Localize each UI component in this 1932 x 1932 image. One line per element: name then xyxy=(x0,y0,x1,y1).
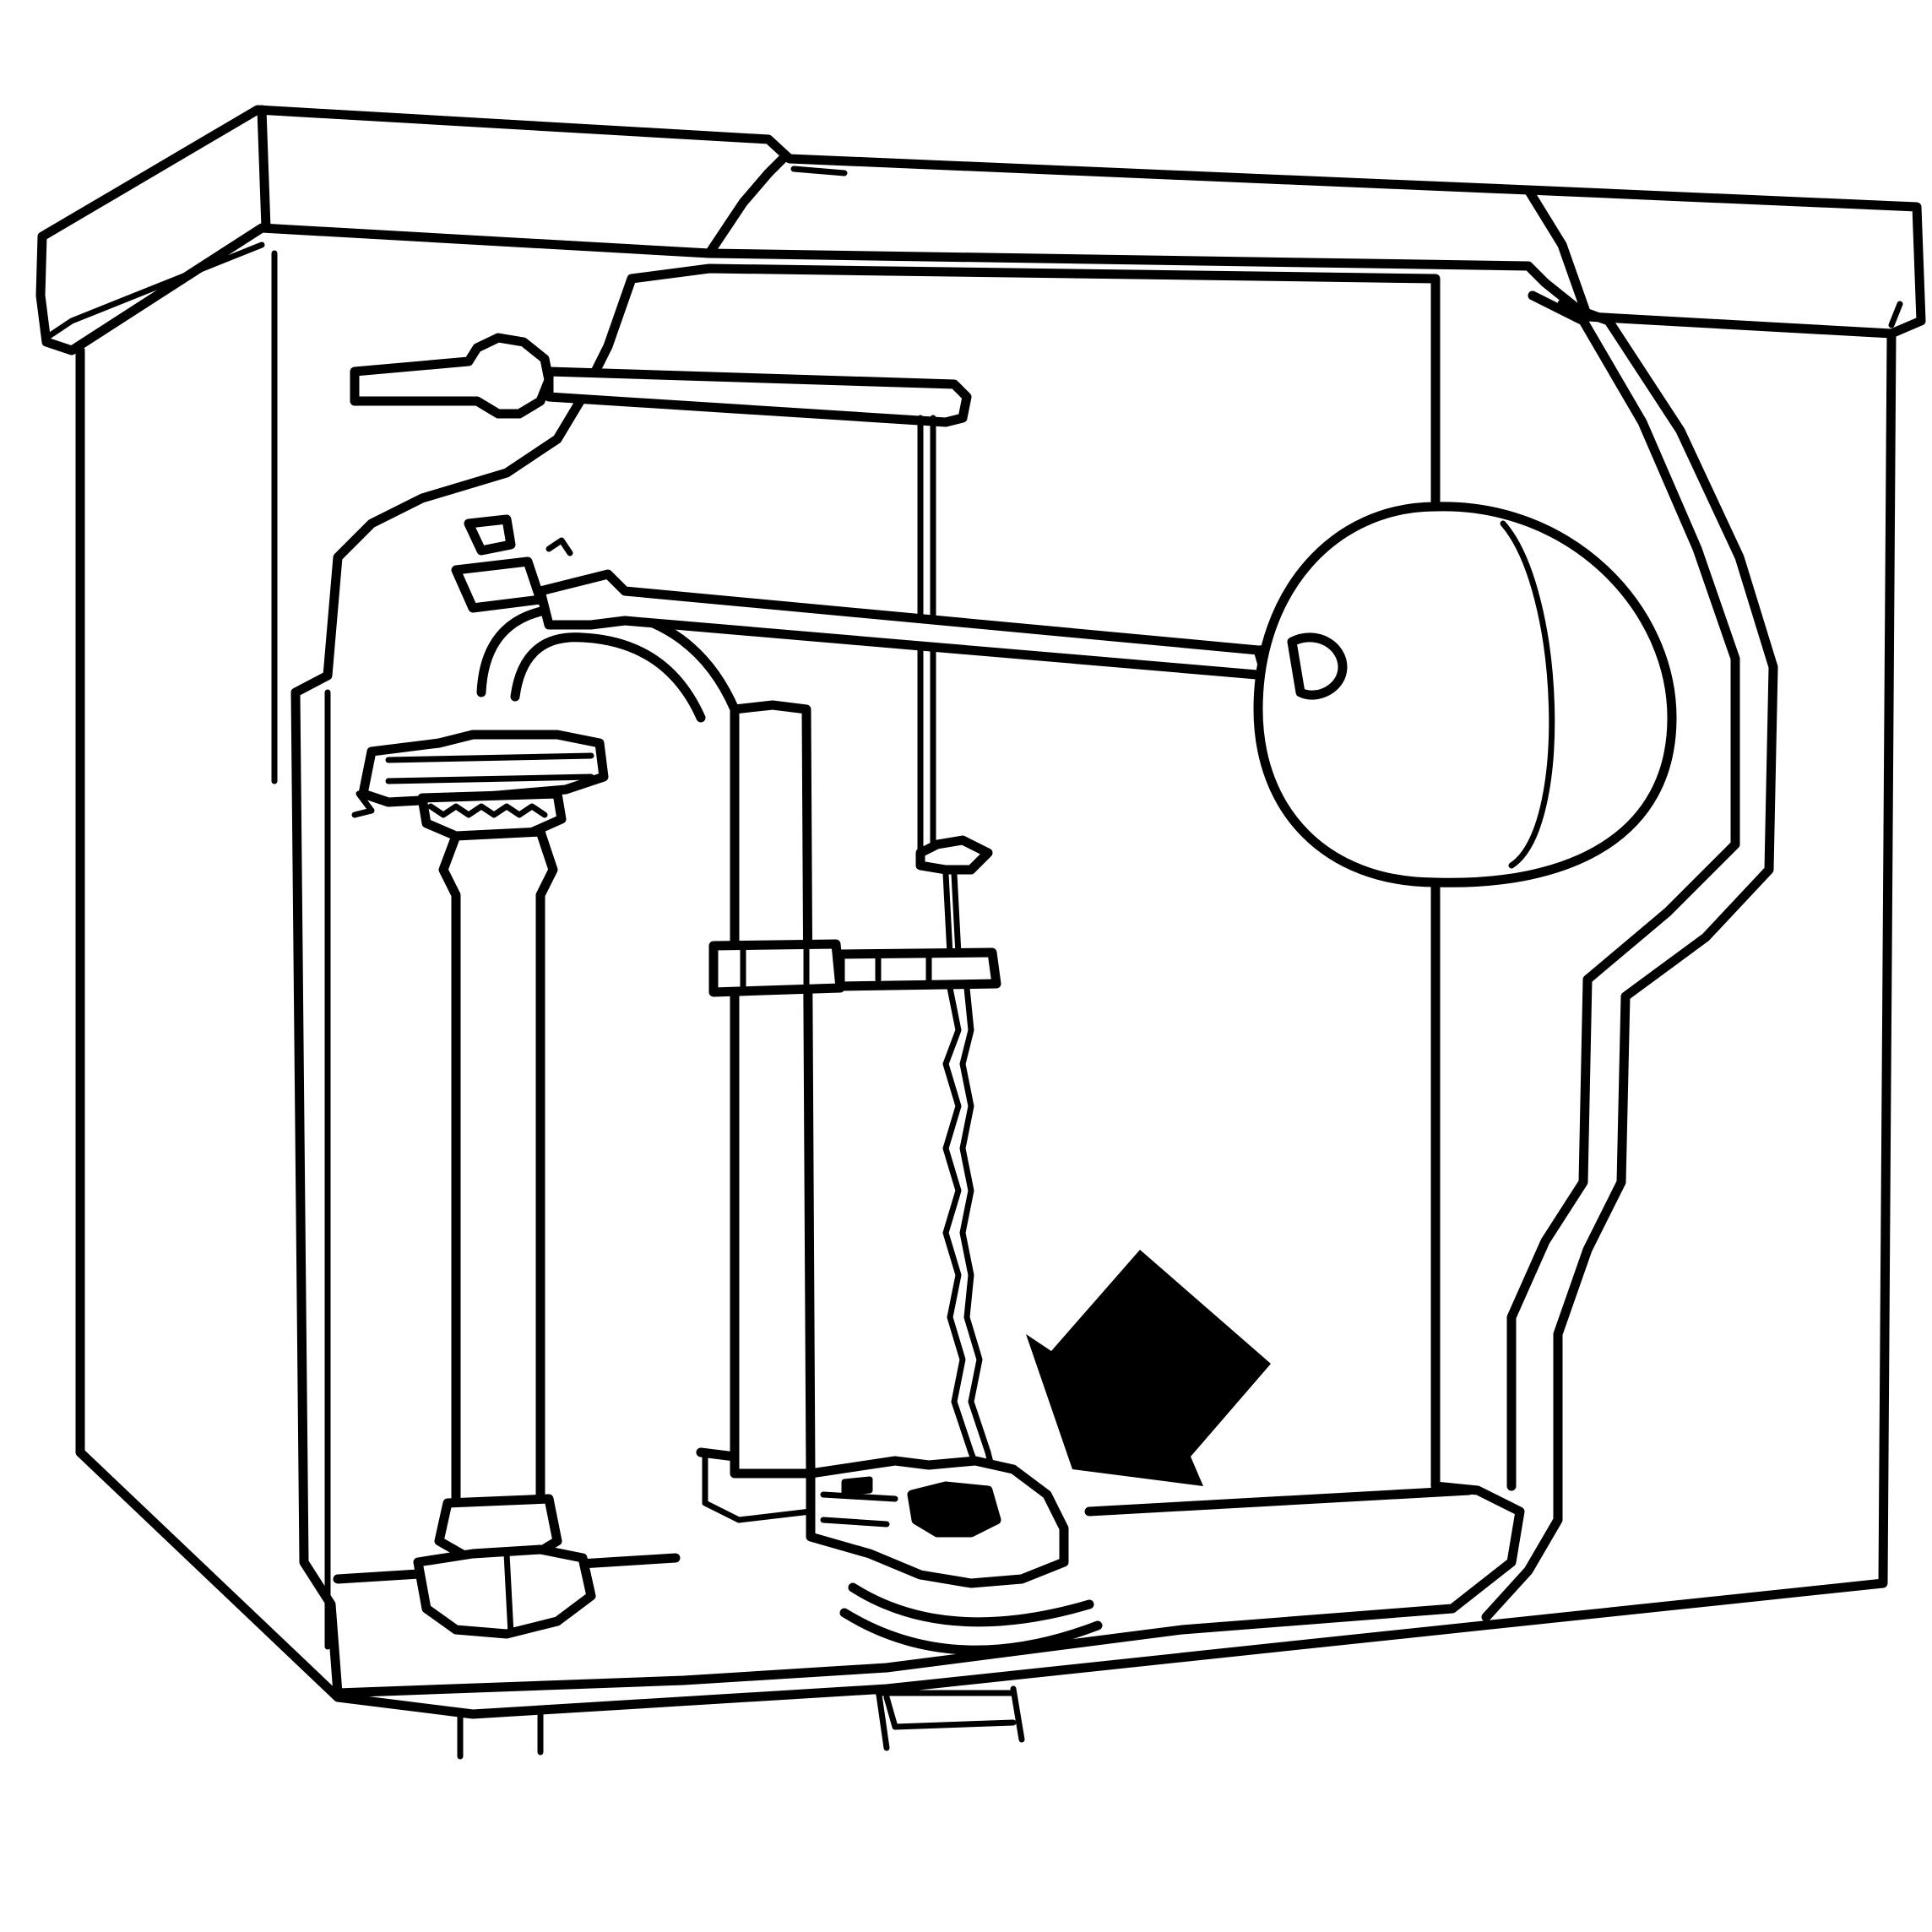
fill-valve xyxy=(351,514,609,1639)
overflow-tube xyxy=(696,700,816,1523)
bottom-stubs xyxy=(457,1707,544,1760)
float-ball xyxy=(1253,502,1677,898)
lift-wire xyxy=(915,415,993,875)
guide-arm xyxy=(708,939,1001,997)
lift-chain xyxy=(942,871,1000,1490)
flapper xyxy=(806,1456,1069,1588)
trip-lever xyxy=(544,366,972,427)
tank-lid xyxy=(35,105,1926,355)
indicator-arrow xyxy=(1026,1250,1271,1486)
flush-handle[interactable] xyxy=(350,333,554,419)
flush-valve-seat xyxy=(839,1582,1103,1751)
